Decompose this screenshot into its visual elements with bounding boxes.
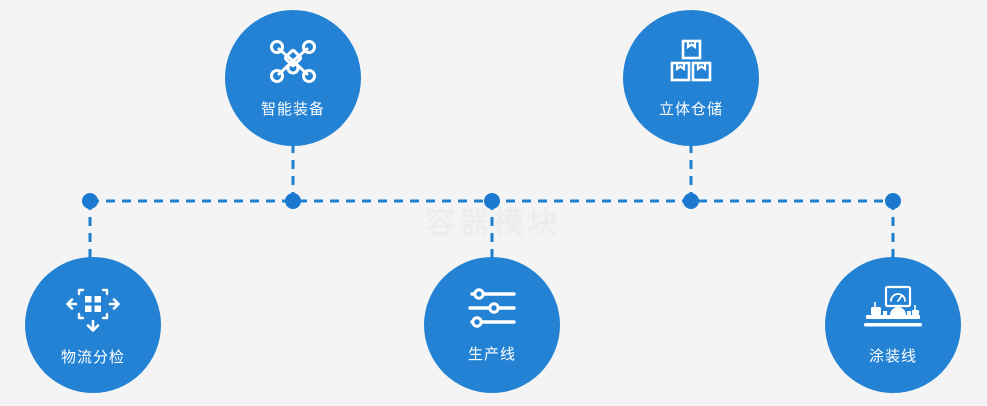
sliders-icon xyxy=(466,287,518,329)
network-nodes-icon xyxy=(268,38,318,84)
node-label-logistics-sorting: 物流分检 xyxy=(60,348,125,366)
node-stereoscopic-warehouse[interactable]: 立体仓储 xyxy=(623,10,759,146)
painting-machine-icon xyxy=(862,285,924,331)
node-label-production-line: 生产线 xyxy=(467,345,516,363)
stacked-boxes-icon xyxy=(666,38,716,84)
node-label-painting-line: 涂装线 xyxy=(868,347,917,365)
node-production-line[interactable]: 生产线 xyxy=(424,257,560,393)
junction-dot-1 xyxy=(82,193,98,209)
sorting-arrows-icon xyxy=(66,284,120,332)
junction-dot-4 xyxy=(683,193,699,209)
node-label-stereoscopic-warehouse: 立体仓储 xyxy=(658,100,723,118)
junction-dot-2 xyxy=(285,193,301,209)
node-smart-equipment[interactable]: 智能装备 xyxy=(225,10,361,146)
junction-dot-3 xyxy=(484,193,500,209)
node-painting-line[interactable]: 涂装线 xyxy=(825,257,961,393)
node-logistics-sorting[interactable]: 物流分检 xyxy=(25,257,161,393)
node-label-smart-equipment: 智能装备 xyxy=(260,100,325,118)
junction-dot-5 xyxy=(885,193,901,209)
